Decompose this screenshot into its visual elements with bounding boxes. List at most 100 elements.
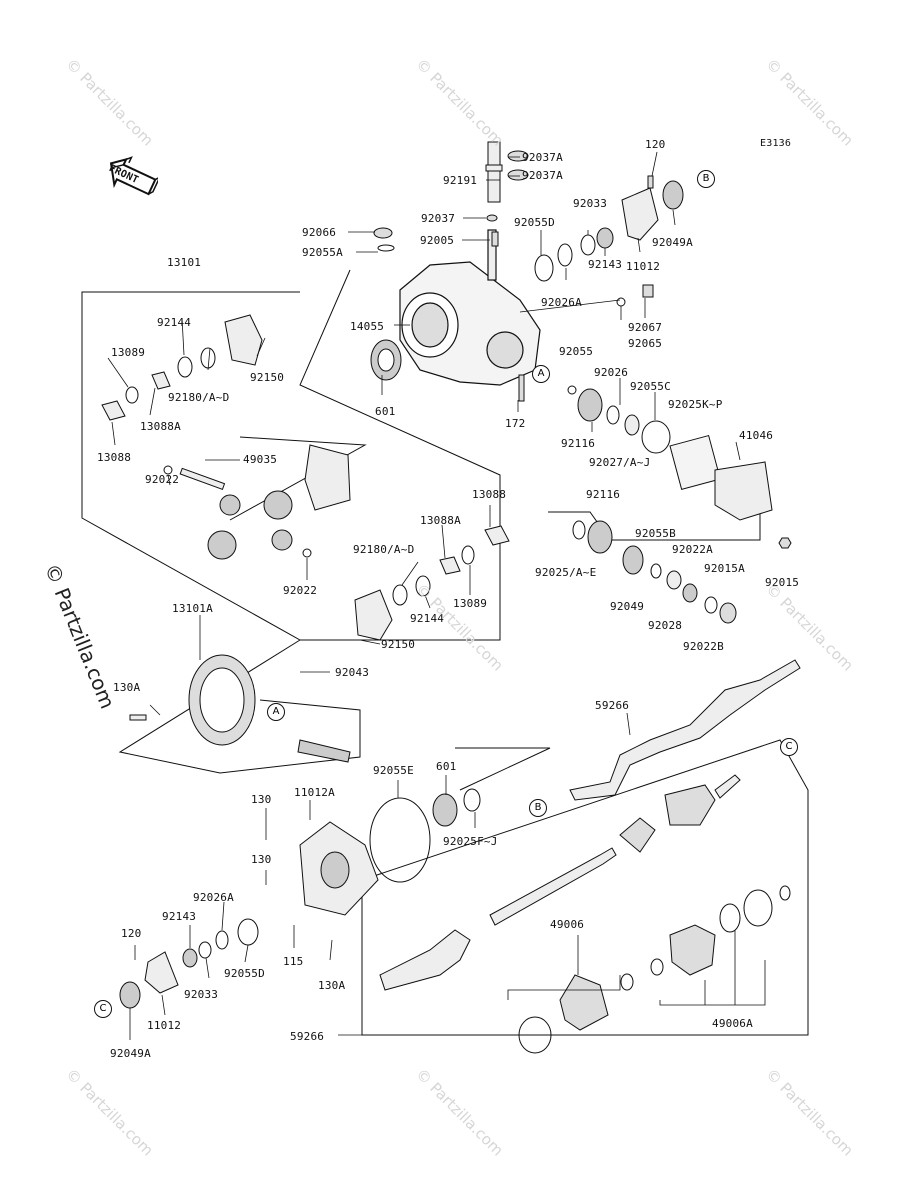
part-label: 92028 [648,619,683,632]
part-label: 11012 [147,1019,182,1032]
part-label: 92037 [421,212,456,225]
ring-92033-lower [198,941,212,959]
part-label: 92116 [586,488,621,501]
shim-92026A [557,243,573,267]
part-label: 92116 [561,437,596,450]
housing-11012-lower [144,951,179,994]
part-label: 92025K~P [668,398,723,411]
part-label: 13088A [420,514,461,527]
ring-92055B [650,563,662,579]
ring-gear-group-outline [118,639,361,774]
nut-92015A [719,602,737,624]
part-label: 59266 [290,1030,325,1043]
clip-92037 [486,214,498,222]
callout-c: C [780,738,798,756]
shaft-92191 [485,141,503,203]
shim-92026 [606,405,620,425]
gear-side-2 [207,530,237,560]
part-label: 13101A [172,602,213,615]
part-label: 11012A [294,786,335,799]
part-label: 92043 [335,666,370,679]
part-label: 92049A [652,236,693,249]
washer-13089-lower [461,545,475,565]
shim-92022B [704,596,718,614]
part-label: 92022A [672,543,713,556]
part-label: 11012 [626,260,661,273]
part-label: 41046 [739,429,774,442]
bearing-601 [370,339,402,381]
shim-92180 [200,347,216,369]
part-label: 92055A [302,246,343,259]
part-label: 92065 [628,337,663,350]
part-label: 92049A [110,1047,151,1060]
plate-13088A [151,371,171,390]
washer-92144-lower [415,575,431,597]
washer-92022A [682,583,698,603]
part-label: 92150 [381,638,416,651]
band-3 [650,958,664,976]
part-label: 59266 [595,699,630,712]
shaft-leader [455,747,551,791]
ring-92033 [580,234,596,256]
callout-a: A [532,365,550,383]
part-label: 92055D [224,967,265,980]
part-label: 13088A [140,420,181,433]
washer-92022-b [302,548,312,558]
part-label: 130 [251,793,272,806]
clamps-92037A [507,150,529,181]
diff-case-upper [224,314,263,366]
part-label: 92150 [250,371,285,384]
shim-92180-lower [392,584,408,606]
oring-92055E [369,797,431,883]
boot-49006A [669,924,716,976]
part-label: 92144 [410,612,445,625]
bearing-92116-lower [587,520,613,554]
front-arrow-icon [109,156,158,196]
part-label: 92033 [573,197,608,210]
shim-92026A-lower [215,930,229,950]
part-label: 92033 [184,988,219,1001]
part-label: 92022 [283,584,318,597]
bolt-92067 [642,284,654,298]
stud-172 [518,374,525,402]
axle-group-outline [361,739,809,1036]
part-label: 92037A [522,169,563,182]
part-label: 92025F~J [443,835,498,848]
part-label: 49035 [243,453,278,466]
part-label: 92027/A~J [589,456,651,469]
band-4 [719,903,741,933]
part-label: 92144 [157,316,192,329]
diff-group-outline [81,269,501,641]
washer-13089 [125,386,139,404]
part-label: 92143 [588,258,623,271]
seal-92049A-lower [119,981,141,1009]
band-5 [743,889,773,927]
gear-pinion-2 [271,529,293,551]
part-label: 92191 [443,174,478,187]
part-label: 13089 [453,597,488,610]
part-label: 92055B [635,527,676,540]
seal-92049A [662,180,684,210]
callout-a: A [267,703,285,721]
part-label: 92037A [522,151,563,164]
plate-13088-lower [484,525,510,546]
shaft-49035 [179,467,226,491]
part-label: 92026 [594,366,629,379]
part-label: 130A [113,681,141,694]
part-label: 92015 [765,576,800,589]
part-label: 92026A [541,296,582,309]
housing-11012 [621,187,659,241]
part-label: 92026A [193,891,234,904]
boot-49006 [559,974,609,1031]
housing-41046 [714,461,773,521]
part-label: 172 [505,417,526,430]
part-label: 13089 [111,346,146,359]
part-label: 13088 [97,451,132,464]
band-1 [518,1016,552,1054]
oring-92055D [534,254,554,282]
gasket-92025KP [669,434,721,491]
part-label: 92025/A~E [535,566,597,579]
diagram-code: E3136 [760,138,792,149]
washer-92144 [177,356,193,378]
